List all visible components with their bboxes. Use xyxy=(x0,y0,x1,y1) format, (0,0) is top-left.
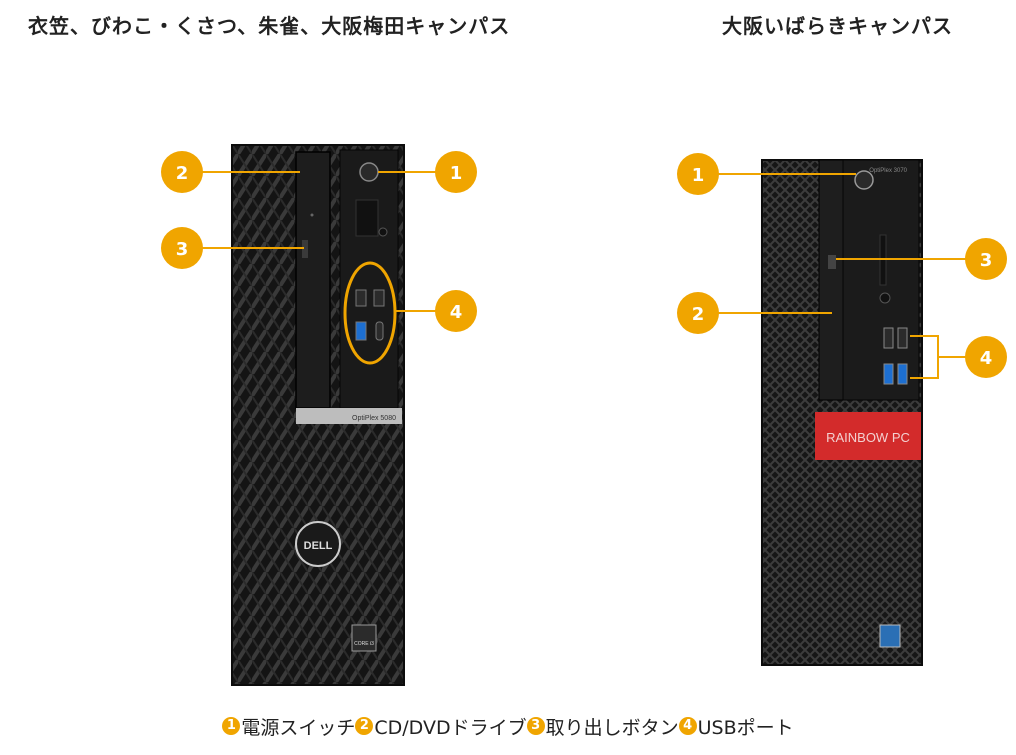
right-pc: OptiPlex 3070 RAINBOW PC 1 2 3 4 xyxy=(677,153,1007,666)
eject-button xyxy=(302,240,308,258)
callout-number: 1 xyxy=(450,163,463,184)
left-pc: OptiPlex 5080 DELL CORE i3 2 3 1 4 xyxy=(161,144,477,686)
callout-number: 3 xyxy=(176,239,189,260)
usb-port xyxy=(355,289,367,307)
usb-port xyxy=(373,289,385,307)
callout-4 xyxy=(965,336,1007,378)
callout-4 xyxy=(435,290,477,332)
callout-3 xyxy=(965,238,1007,280)
usb-port xyxy=(355,321,367,341)
legend-label: 電源スイッチ xyxy=(241,716,356,739)
heading-left-campuses: 衣笠、びわこ・くさつ、朱雀、大阪梅田キャンパス xyxy=(28,14,511,38)
rainbow-pc-plate xyxy=(815,412,921,460)
legend-label: 取り出しボタン xyxy=(545,716,679,739)
callout-1 xyxy=(435,151,477,193)
brand-plate-text: RAINBOW PC xyxy=(826,430,910,445)
legend-number: 4 xyxy=(678,717,697,735)
legend-number: 2 xyxy=(355,717,374,735)
model-label: OptiPlex 3070 xyxy=(869,168,907,174)
callout-1 xyxy=(677,153,719,195)
usb-highlight-ring xyxy=(343,261,397,365)
dell-logo xyxy=(295,521,341,567)
usb-port xyxy=(897,363,908,385)
usb-c-port xyxy=(375,321,384,341)
eject-button xyxy=(828,255,836,269)
legend-label: USBポート xyxy=(697,716,794,739)
callout-number: 4 xyxy=(980,348,993,369)
power-button xyxy=(854,170,874,190)
legend-number: 1 xyxy=(222,717,241,735)
callout-2 xyxy=(677,292,719,334)
callout-number: 2 xyxy=(692,304,705,325)
usb-port xyxy=(883,363,894,385)
intel-badge xyxy=(351,624,377,652)
callout-number: 4 xyxy=(450,302,463,323)
callout-number: 2 xyxy=(176,163,189,184)
usb-port xyxy=(897,327,908,349)
dell-logo-text: DELL xyxy=(304,540,333,552)
callout-number: 1 xyxy=(692,165,705,186)
callout-number: 3 xyxy=(980,250,993,271)
pc-illustrations: OptiPlex 5080 DELL CORE i3 2 3 1 4 OptiP… xyxy=(161,144,1007,686)
model-label: OptiPlex 5080 xyxy=(352,415,396,422)
legend-label: CD/DVDドライブ xyxy=(374,716,527,739)
intel-badge xyxy=(879,624,901,648)
power-button xyxy=(359,162,379,182)
cpu-badge-text: CORE i3 xyxy=(354,641,374,647)
usb-port xyxy=(883,327,894,349)
legend-number: 3 xyxy=(526,717,545,735)
cd-dvd-drive xyxy=(295,151,331,409)
callout-3 xyxy=(161,227,203,269)
callout-2 xyxy=(161,151,203,193)
heading-ibaraki-campus: 大阪いばらきキャンパス xyxy=(722,14,953,38)
cd-dvd-drive xyxy=(818,159,844,401)
